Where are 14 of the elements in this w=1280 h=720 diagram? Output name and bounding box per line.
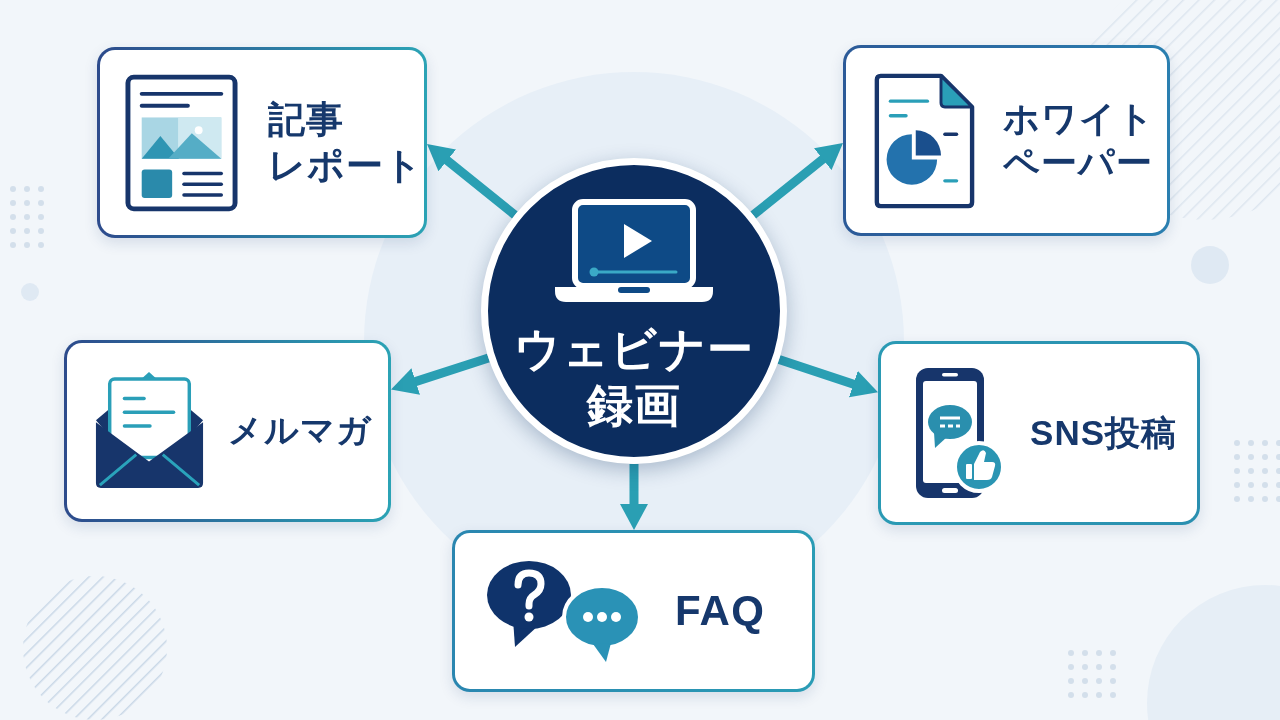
- node-label: ウェビナー録画: [512, 322, 756, 434]
- content-card: [452, 530, 815, 692]
- arrow: [777, 355, 880, 398]
- node-label: メルマガ: [228, 410, 373, 452]
- content-card: [878, 341, 1200, 525]
- content-card: [97, 47, 427, 238]
- content-card: [843, 45, 1170, 236]
- node-label: 記事レポート: [268, 98, 425, 188]
- node-label: ホワイトペーパー: [1003, 96, 1157, 185]
- node-label: FAQ: [675, 586, 766, 637]
- arrow: [620, 464, 648, 530]
- arrow: [389, 353, 490, 395]
- content-card: [64, 340, 391, 522]
- node-label: SNS投稿: [1030, 411, 1178, 454]
